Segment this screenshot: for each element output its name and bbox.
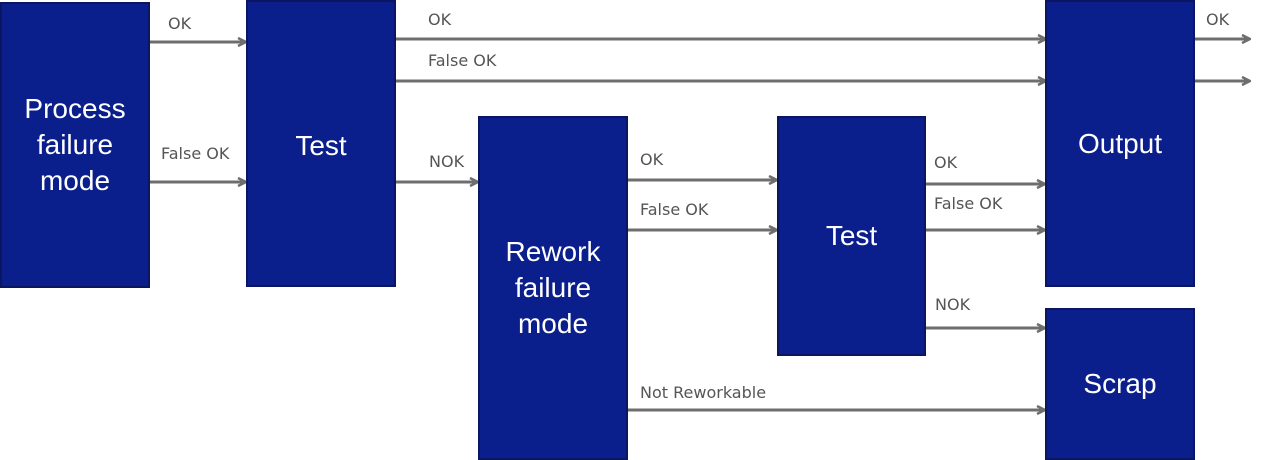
label-test1-ok: OK <box>428 10 452 29</box>
process-failure-mode-label: Process failure mode <box>24 93 126 196</box>
label-test2-nok: NOK <box>935 295 971 314</box>
rework-failure-mode-label: Rework failure mode <box>505 236 601 339</box>
label-not-reworkable: Not Reworkable <box>640 383 767 402</box>
label-process-false-ok: False OK <box>161 144 230 163</box>
label-test2-false-ok: False OK <box>934 194 1003 213</box>
test-1-label: Test <box>295 130 347 161</box>
test-box-1: Test <box>246 0 396 287</box>
label-test2-ok: OK <box>934 153 958 172</box>
rework-failure-mode-box: Rework failure mode <box>478 116 628 460</box>
scrap-label: Scrap <box>1083 368 1157 399</box>
test-2-label: Test <box>825 220 878 251</box>
label-test1-false-ok: False OK <box>428 51 497 70</box>
process-failure-mode-box: Process failure mode <box>0 2 150 288</box>
test-box-2: Test <box>777 116 926 356</box>
label-process-ok: OK <box>168 14 192 33</box>
output-box: Output <box>1045 0 1195 287</box>
label-rework-false-ok: False OK <box>640 200 709 219</box>
label-rework-ok: OK <box>640 150 664 169</box>
label-test1-nok: NOK <box>429 152 465 171</box>
output-label: Output <box>1077 127 1163 159</box>
label-output-ok: OK <box>1206 10 1230 29</box>
scrap-box: Scrap <box>1045 308 1195 460</box>
